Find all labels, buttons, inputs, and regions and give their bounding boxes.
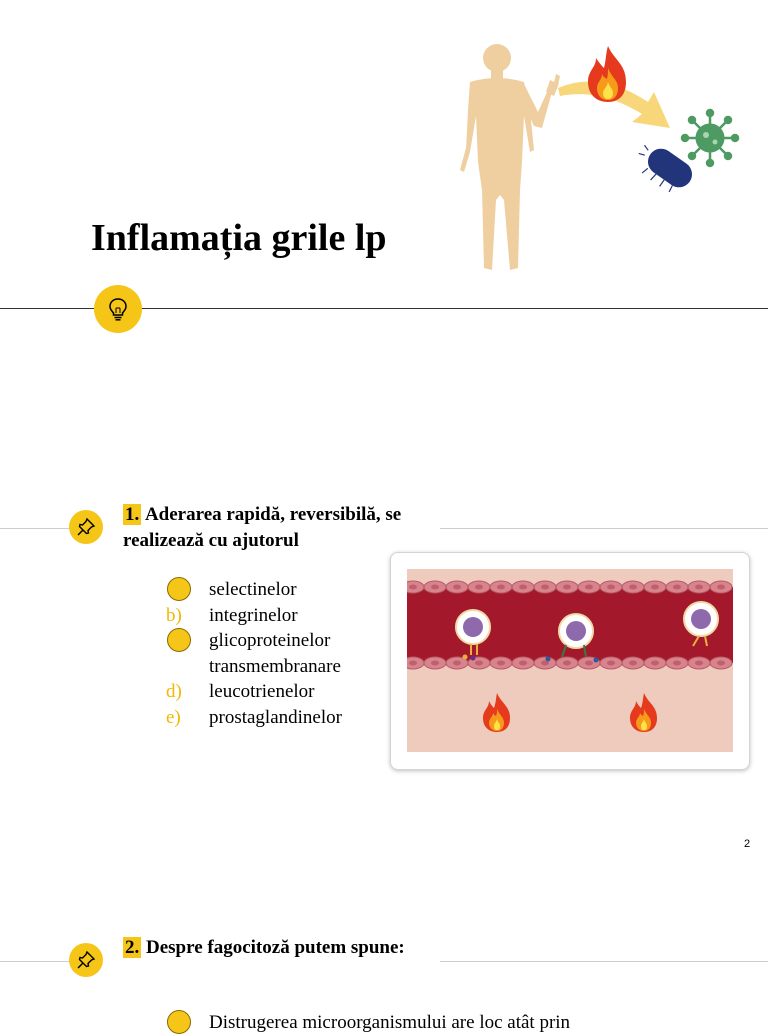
answer-options: Distrugerea microorganismului are loc at… [166,1010,666,1036]
option-text: integrinelor [209,604,298,626]
page-number: 2 [744,838,751,850]
bacterium-icon [638,144,693,193]
lightbulb-icon [94,285,142,333]
question-text: Aderarea rapidă, reversibilă, se realize… [123,504,402,551]
endothelial-nucleus [453,660,461,666]
question-number: 1. [123,504,142,525]
endothelial-nucleus [673,660,681,666]
leukocyte [683,601,719,647]
pushpin-glyph [77,950,96,969]
endothelial-nucleus [475,584,483,590]
slide-title: Inflamația grile lp [91,217,387,259]
endothelial-nucleus [409,584,417,590]
option-text: prostaglandinelor [209,706,342,728]
flame-icon [588,46,626,102]
option-a[interactable]: selectinelor [166,577,386,603]
option-text: Distrugerea microorganismului are loc at… [209,1012,571,1033]
option-text: selectinelor [209,579,297,600]
option-text: leucotrienelor [209,681,315,702]
endothelial-nucleus [607,660,615,666]
option-e[interactable]: e) prostaglandinelor [166,705,386,731]
endothelial-nucleus [695,660,703,666]
endothelial-nucleus [673,584,681,590]
endothelial-nucleus [541,660,549,666]
endothelial-nucleus [629,584,637,590]
endothelial-nucleus [651,660,659,666]
endothelial-nucleus [717,584,725,590]
pushpin-icon [69,510,103,544]
option-d[interactable]: d) leucotrienelor [166,679,386,705]
endothelial-nucleus [519,660,527,666]
endothelial-nucleus [431,584,439,590]
pushpin-glyph [77,517,96,536]
endothelial-nucleus [607,584,615,590]
option-marker: b) [166,604,182,626]
endothelial-nucleus [563,660,571,666]
option-marker [166,628,209,679]
slide-divider-right [440,961,768,962]
option-b[interactable]: b) integrinelor [166,603,386,629]
question-number: 2. [123,937,142,958]
endothelium [407,580,733,670]
endothelial-nucleus [695,584,703,590]
option-marker [166,577,209,603]
question-1: 1. Aderarea rapidă, reversibilă, se real… [123,502,443,554]
virus-icon [680,108,740,168]
option-a[interactable]: Distrugerea microorganismului are loc at… [166,1010,666,1036]
question-text: Despre fagocitoză putem spune: [141,937,405,958]
endothelial-nucleus [497,584,505,590]
pushpin-icon [69,943,103,977]
lightbulb-glyph [109,298,127,321]
endothelial-nucleus [717,660,725,666]
endothelial-nucleus [409,660,417,666]
endothelial-nucleus [431,660,439,666]
flame-icon [483,693,510,732]
endothelial-nucleus [519,584,527,590]
option-marker [166,1010,209,1036]
endothelial-nucleus [453,584,461,590]
endothelial-nucleus [475,660,483,666]
blood-vessel-illustration [407,569,733,752]
inflammation-illustration [460,44,740,270]
endothelial-nucleus [497,660,505,666]
leukocyte [455,609,491,661]
option-marker: d) [166,681,182,702]
flame-icon [630,693,657,732]
option-marker: e) [166,706,181,728]
human-figure [460,44,560,270]
endothelial-nucleus [541,584,549,590]
slide-divider-right [440,528,768,529]
slide-divider [0,308,768,309]
slide-divider-left [0,528,100,529]
question-2: 2. Despre fagocitoză putem spune: [123,935,443,961]
endothelial-nucleus [585,660,593,666]
leukocyte [545,613,599,663]
endothelial-nucleus [585,584,593,590]
endothelial-nucleus [651,584,659,590]
slide-divider-left [0,961,100,962]
endothelial-nucleus [629,660,637,666]
option-text: glicoproteinelor transmembranare [209,630,341,677]
arrow-shape [558,81,670,128]
endothelial-nucleus [563,584,571,590]
answer-options: selectinelor b) integrinelor glicoprotei… [166,577,386,730]
option-c[interactable]: glicoproteinelor transmembranare [166,628,386,679]
